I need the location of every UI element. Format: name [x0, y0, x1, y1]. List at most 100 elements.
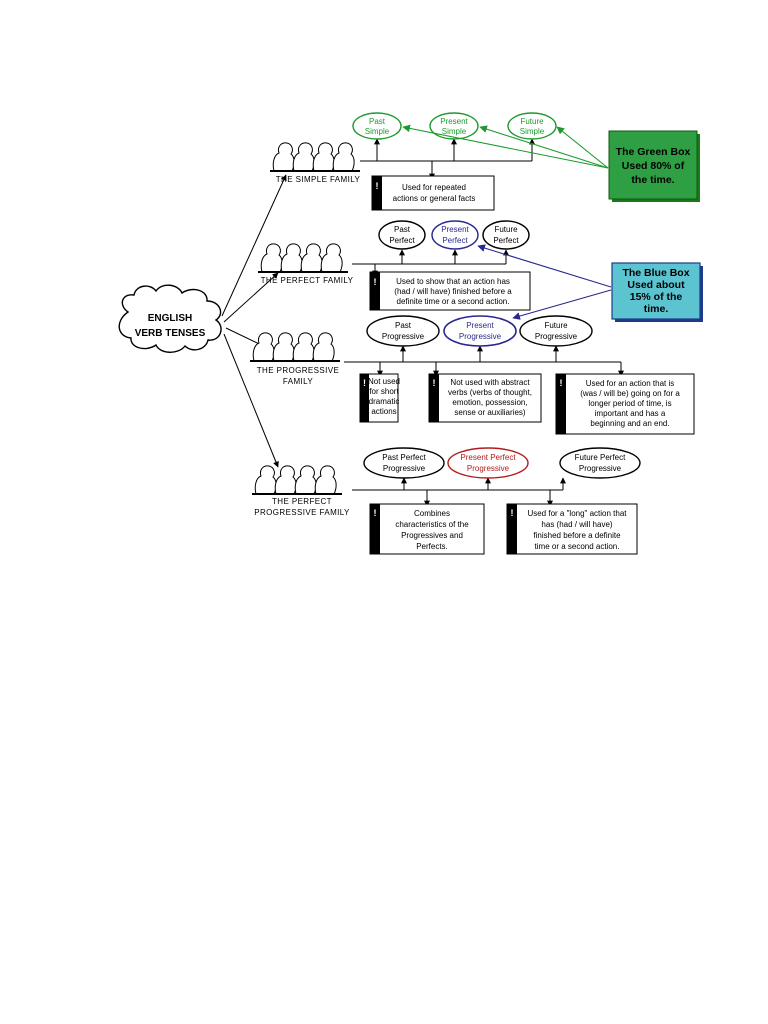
simple-family: THE SIMPLE FAMILY Past Simple Present Si… — [269, 112, 557, 211]
blue-callout-line1: The Blue Box — [622, 267, 689, 279]
svg-text:dramatic: dramatic — [369, 397, 400, 406]
svg-text:(was / will be) going on for a: (was / will be) going on for a — [580, 389, 680, 398]
green-callout-line3: the time. — [631, 174, 674, 186]
svg-text:Present: Present — [466, 321, 494, 330]
svg-text:Progressive: Progressive — [459, 332, 502, 341]
progressive-family-heads-icon — [249, 331, 341, 362]
svg-text:Used to show that an action ha: Used to show that an action has — [396, 277, 510, 286]
svg-text:Past: Past — [369, 117, 386, 126]
simple-family-label: THE SIMPLE FAMILY — [276, 175, 361, 184]
svg-text:beginning and an end.: beginning and an end. — [590, 419, 669, 428]
tense-past-perfect: Past Perfect — [378, 220, 426, 250]
svg-text:Present Perfect: Present Perfect — [460, 453, 516, 462]
note-marker-icon: ! — [433, 378, 436, 388]
note-marker-icon: ! — [511, 508, 514, 518]
perfect-family: THE PERFECT FAMILY Past Perfect Present … — [257, 220, 531, 311]
svg-text:Future: Future — [520, 117, 544, 126]
svg-text:Present: Present — [440, 117, 468, 126]
svg-text:actions: actions — [371, 407, 396, 416]
perfect-progressive-family-label-line2: PROGRESSIVE FAMILY — [254, 508, 350, 517]
svg-text:important and has a: important and has a — [595, 409, 666, 418]
svg-text:Used for repeated: Used for repeated — [402, 183, 466, 192]
tense-past-perfect-progressive: Past Perfect Progressive — [363, 447, 445, 479]
svg-text:Future Perfect: Future Perfect — [575, 453, 626, 462]
tense-present-progressive: Present Progressive — [443, 315, 517, 347]
svg-text:time or a second action.: time or a second action. — [535, 542, 620, 551]
center-title-line1: ENGLISH — [148, 313, 192, 324]
svg-text:verbs (verbs of thought,: verbs (verbs of thought, — [448, 388, 532, 397]
svg-text:has (had / will have): has (had / will have) — [541, 520, 612, 529]
svg-text:Simple: Simple — [442, 127, 467, 136]
svg-text:Perfect: Perfect — [442, 236, 468, 245]
note-marker-icon: ! — [363, 378, 366, 388]
svg-text:Past: Past — [394, 225, 411, 234]
svg-text:Perfect: Perfect — [493, 236, 519, 245]
tense-present-simple: Present Simple — [429, 112, 479, 140]
tense-future-progressive: Future Progressive — [519, 315, 593, 347]
tense-past-progressive: Past Progressive — [366, 315, 440, 347]
blue-callout: The Blue Box Used about 15% of the time. — [477, 244, 703, 322]
tense-future-simple: Future Simple — [507, 112, 557, 140]
svg-text:for short: for short — [369, 387, 399, 396]
svg-text:Progressive: Progressive — [535, 332, 578, 341]
svg-text:actions or general facts: actions or general facts — [393, 194, 476, 203]
family-branches — [221, 174, 287, 468]
blue-callout-line4: time. — [644, 303, 669, 315]
simple-family-heads-icon — [269, 141, 361, 172]
svg-text:Progressive: Progressive — [383, 464, 426, 473]
perfect-family-label: THE PERFECT FAMILY — [261, 276, 354, 285]
svg-text:Perfects.: Perfects. — [416, 542, 448, 551]
svg-text:emotion, possession,: emotion, possession, — [452, 398, 527, 407]
svg-text:finished before a definite: finished before a definite — [533, 531, 621, 540]
svg-text:Progressive: Progressive — [579, 464, 622, 473]
tense-past-simple: Past Simple — [352, 112, 402, 140]
svg-text:Past: Past — [395, 321, 412, 330]
svg-text:characteristics of the: characteristics of the — [395, 520, 469, 529]
center-cloud: ENGLISH VERB TENSES — [118, 284, 222, 353]
progressive-family: THE PROGRESSIVE FAMILY Past Progressive … — [249, 315, 695, 435]
green-callout-line2: Used 80% of — [622, 160, 685, 172]
svg-text:Progressives and: Progressives and — [401, 531, 463, 540]
progressive-family-label-line2: FAMILY — [283, 377, 314, 386]
note-marker-icon: ! — [560, 378, 563, 388]
perfect-progressive-family-heads-icon — [251, 464, 343, 495]
progressive-note-box-1: ! Not used for short dramatic actions — [359, 373, 400, 423]
tense-future-perfect: Future Perfect — [482, 220, 530, 250]
note-marker-icon: ! — [374, 508, 377, 518]
green-callout-line1: The Green Box — [616, 146, 691, 158]
svg-text:Progressive: Progressive — [382, 332, 425, 341]
svg-text:Not used: Not used — [368, 377, 400, 386]
tense-present-perfect-progressive: Present Perfect Progressive — [447, 447, 529, 479]
perfect-progressive-note-box-2: ! Used for a "long" action that has (had… — [506, 503, 638, 555]
svg-text:Past Perfect: Past Perfect — [382, 453, 426, 462]
svg-text:Progressive: Progressive — [467, 464, 510, 473]
tense-present-perfect: Present Perfect — [431, 220, 479, 250]
svg-text:Used for a "long" action that: Used for a "long" action that — [527, 509, 627, 518]
center-title-line2: VERB TENSES — [135, 328, 206, 339]
svg-text:longer period of time, is: longer period of time, is — [588, 399, 671, 408]
svg-text:Future: Future — [494, 225, 518, 234]
perfect-progressive-family-label-line1: THE PERFECT — [272, 497, 332, 506]
svg-text:sense or auxiliaries): sense or auxiliaries) — [454, 408, 525, 417]
blue-callout-line3: 15% of the — [630, 291, 683, 303]
svg-text:Combines: Combines — [414, 509, 450, 518]
blue-callout-line2: Used about — [627, 279, 685, 291]
simple-note-box: ! Used for repeated actions or general f… — [371, 175, 495, 211]
svg-text:Perfect: Perfect — [389, 236, 415, 245]
progressive-note-box-2: ! Not used with abstract verbs (verbs of… — [428, 373, 542, 423]
perfect-progressive-family: THE PERFECT PROGRESSIVE FAMILY Past Perf… — [251, 447, 641, 555]
svg-text:Simple: Simple — [520, 127, 545, 136]
note-marker-icon: ! — [374, 277, 377, 287]
svg-text:(had / will have) finished bef: (had / will have) finished before a — [394, 287, 512, 296]
perfect-family-heads-icon — [257, 242, 349, 273]
perfect-progressive-note-box-1: ! Combines characteristics of the Progre… — [369, 503, 485, 555]
svg-text:definite time or a second acti: definite time or a second action. — [397, 297, 510, 306]
svg-text:Not used with abstract: Not used with abstract — [450, 378, 530, 387]
svg-text:Present: Present — [441, 225, 469, 234]
green-callout: The Green Box Used 80% of the time. — [402, 124, 700, 202]
progressive-family-label-line1: THE PROGRESSIVE — [257, 366, 339, 375]
perfect-note-box: ! Used to show that an action has (had /… — [369, 271, 531, 311]
svg-text:Used for an action that is: Used for an action that is — [586, 379, 675, 388]
svg-text:Future: Future — [544, 321, 568, 330]
